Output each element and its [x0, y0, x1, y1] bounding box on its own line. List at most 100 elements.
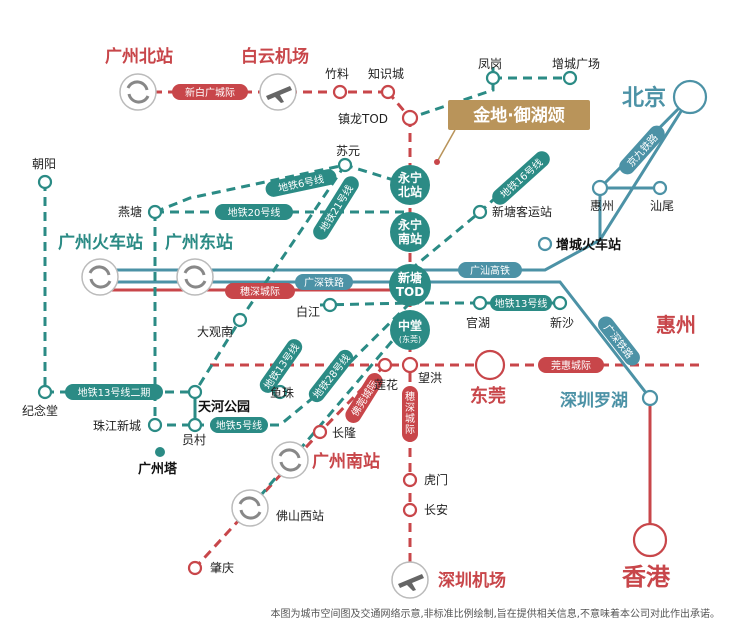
train-icon-guangzhou-rail	[81, 258, 119, 296]
label-baiyun-airport: 白云机场	[241, 46, 309, 67]
node-suyuan	[337, 157, 353, 173]
label-guangzhou-north: 广州北站	[105, 46, 173, 67]
guangshen-rail	[100, 280, 652, 399]
hub-xintang-tod: 新塘 TOD	[389, 264, 431, 306]
node-guanhu	[472, 295, 488, 311]
disclaimer: 本图为城市空间图及交通网络示意,非标准比例绘制,旨在提供相关信息,不意味着本公司…	[270, 607, 720, 620]
label-shanwei: 汕尾	[650, 199, 674, 213]
node-huizhou-st	[591, 179, 609, 197]
hub-zhongtang-sub: (东莞)	[399, 334, 421, 344]
suishen-v-4: 际	[405, 424, 415, 436]
label-humen: 虎门	[424, 472, 448, 487]
svg-text:广深铁路: 广深铁路	[304, 276, 344, 289]
label-xintang-bus: 新塘客运站	[492, 204, 552, 219]
node-daguannan	[232, 312, 248, 328]
hub-yongning-south-l1: 永宁	[397, 217, 422, 232]
label-shenzhen-airport: 深圳机场	[438, 570, 506, 591]
label-zhaoqing: 肇庆	[210, 560, 234, 575]
train-icon-guangzhou-north	[119, 73, 157, 111]
plane-icon-baiyun	[259, 73, 297, 111]
label-yuancun: 员村	[182, 433, 206, 447]
pill-suishen: 穗深城际	[225, 283, 295, 299]
hub-xintang-l2: TOD	[396, 285, 424, 299]
node-lianhua	[377, 357, 393, 373]
svg-text:新白广城际: 新白广城际	[185, 86, 235, 99]
node-wanghong	[401, 356, 419, 374]
train-icon-guangzhou-south	[271, 441, 309, 479]
node-zhujiang-newtown	[147, 417, 163, 433]
hub-zhongtang-label: 中堂	[398, 318, 422, 333]
suishen-v-2: 深	[405, 402, 415, 414]
label-changlong: 长隆	[332, 425, 356, 440]
hub-yongning-north: 永宁 北站	[390, 165, 430, 205]
node-luohu	[641, 389, 659, 407]
label-guangzhou-railway: 广州火车站	[58, 232, 143, 253]
label-canton-tower: 广州塔	[138, 461, 178, 477]
svg-text:穗深城际: 穗深城际	[240, 285, 280, 298]
label-wanghong: 望洪	[418, 371, 442, 385]
label-xinsha: 新沙	[550, 315, 574, 330]
label-yantang: 燕塘	[118, 204, 142, 219]
svg-text:地铁13号线二期: 地铁13号线二期	[78, 386, 151, 399]
pill-guangshen: 广深铁路	[295, 274, 353, 290]
node-yuancun	[187, 417, 203, 433]
train-icon-guangzhou-east	[176, 258, 214, 296]
project-label: 金地·御湖颂	[472, 105, 564, 126]
project-label-box	[448, 100, 590, 130]
node-xinsha	[552, 295, 568, 311]
hub-yongning-south: 永宁 南站	[390, 212, 430, 252]
train-icon-foshan-west	[231, 489, 269, 527]
plane-icon-shenzhen	[391, 561, 429, 599]
svg-text:地铁20号线: 地铁20号线	[228, 206, 281, 219]
hub-yongning-north-l1: 永宁	[397, 170, 422, 185]
label-yuzhu: 鱼珠	[270, 386, 294, 400]
foguan-line	[193, 363, 387, 570]
label-shenzhen-luohu: 深圳罗湖	[560, 390, 628, 411]
hub-zhongtang: 中堂 (东莞)	[390, 310, 430, 350]
node-fenggang	[485, 70, 501, 86]
suishen-v-1: 穗	[405, 390, 415, 403]
node-humen	[402, 472, 418, 488]
svg-text:地铁16号线: 地铁16号线	[497, 156, 545, 201]
pill-jingjiu: 京九铁路	[619, 125, 665, 175]
node-chaoyang	[37, 174, 53, 190]
label-daguannan: 大观南	[197, 324, 233, 339]
line13	[195, 301, 412, 427]
pill-line16: 地铁16号线	[492, 151, 550, 205]
pill-line13: 地铁13号线	[490, 295, 552, 311]
hub-yongning-south-l2: 南站	[398, 231, 422, 246]
guangshan-rail	[100, 96, 692, 272]
label-guangzhou-south: 广州南站	[312, 451, 380, 472]
label-zhenlong-tod: 镇龙TOD	[338, 112, 388, 126]
node-tianhe-park	[187, 384, 203, 400]
node-zhishicheng	[380, 84, 396, 100]
node-yantang	[147, 204, 163, 220]
node-hongkong	[632, 522, 668, 558]
line21	[193, 164, 347, 393]
suishen-v-3: 城	[405, 413, 415, 425]
node-zhaoqing	[187, 560, 203, 576]
node-baijiang	[322, 297, 338, 313]
project-pointer	[436, 129, 456, 163]
label-zhishicheng: 知识城	[368, 67, 404, 81]
line6	[154, 163, 411, 214]
svg-text:地铁21号线: 地铁21号线	[317, 182, 356, 234]
label-guangzhou-east: 广州东站	[165, 232, 233, 253]
hub-yongning-north-l2: 北站	[398, 184, 422, 199]
node-xintang-bus	[472, 204, 488, 220]
node-zengcheng-square	[562, 70, 578, 86]
label-guanhu: 官湖	[466, 315, 490, 330]
label-chang-an: 长安	[424, 502, 448, 517]
svg-text:莞惠城际: 莞惠城际	[551, 359, 591, 372]
svg-text:广汕高铁: 广汕高铁	[470, 264, 510, 277]
pill-line5: 地铁5号线	[210, 417, 268, 433]
node-jiniantang	[37, 384, 53, 400]
node-canton-tower	[155, 447, 165, 457]
label-zhuliao: 竹料	[325, 67, 349, 81]
label-zengcheng-rail: 增城火车站	[556, 237, 621, 253]
pill-suishen-vertical: 穗 深 城 际	[402, 386, 418, 442]
svg-text:地铁28号线: 地铁28号线	[310, 352, 353, 402]
node-yuzhu	[272, 384, 288, 400]
